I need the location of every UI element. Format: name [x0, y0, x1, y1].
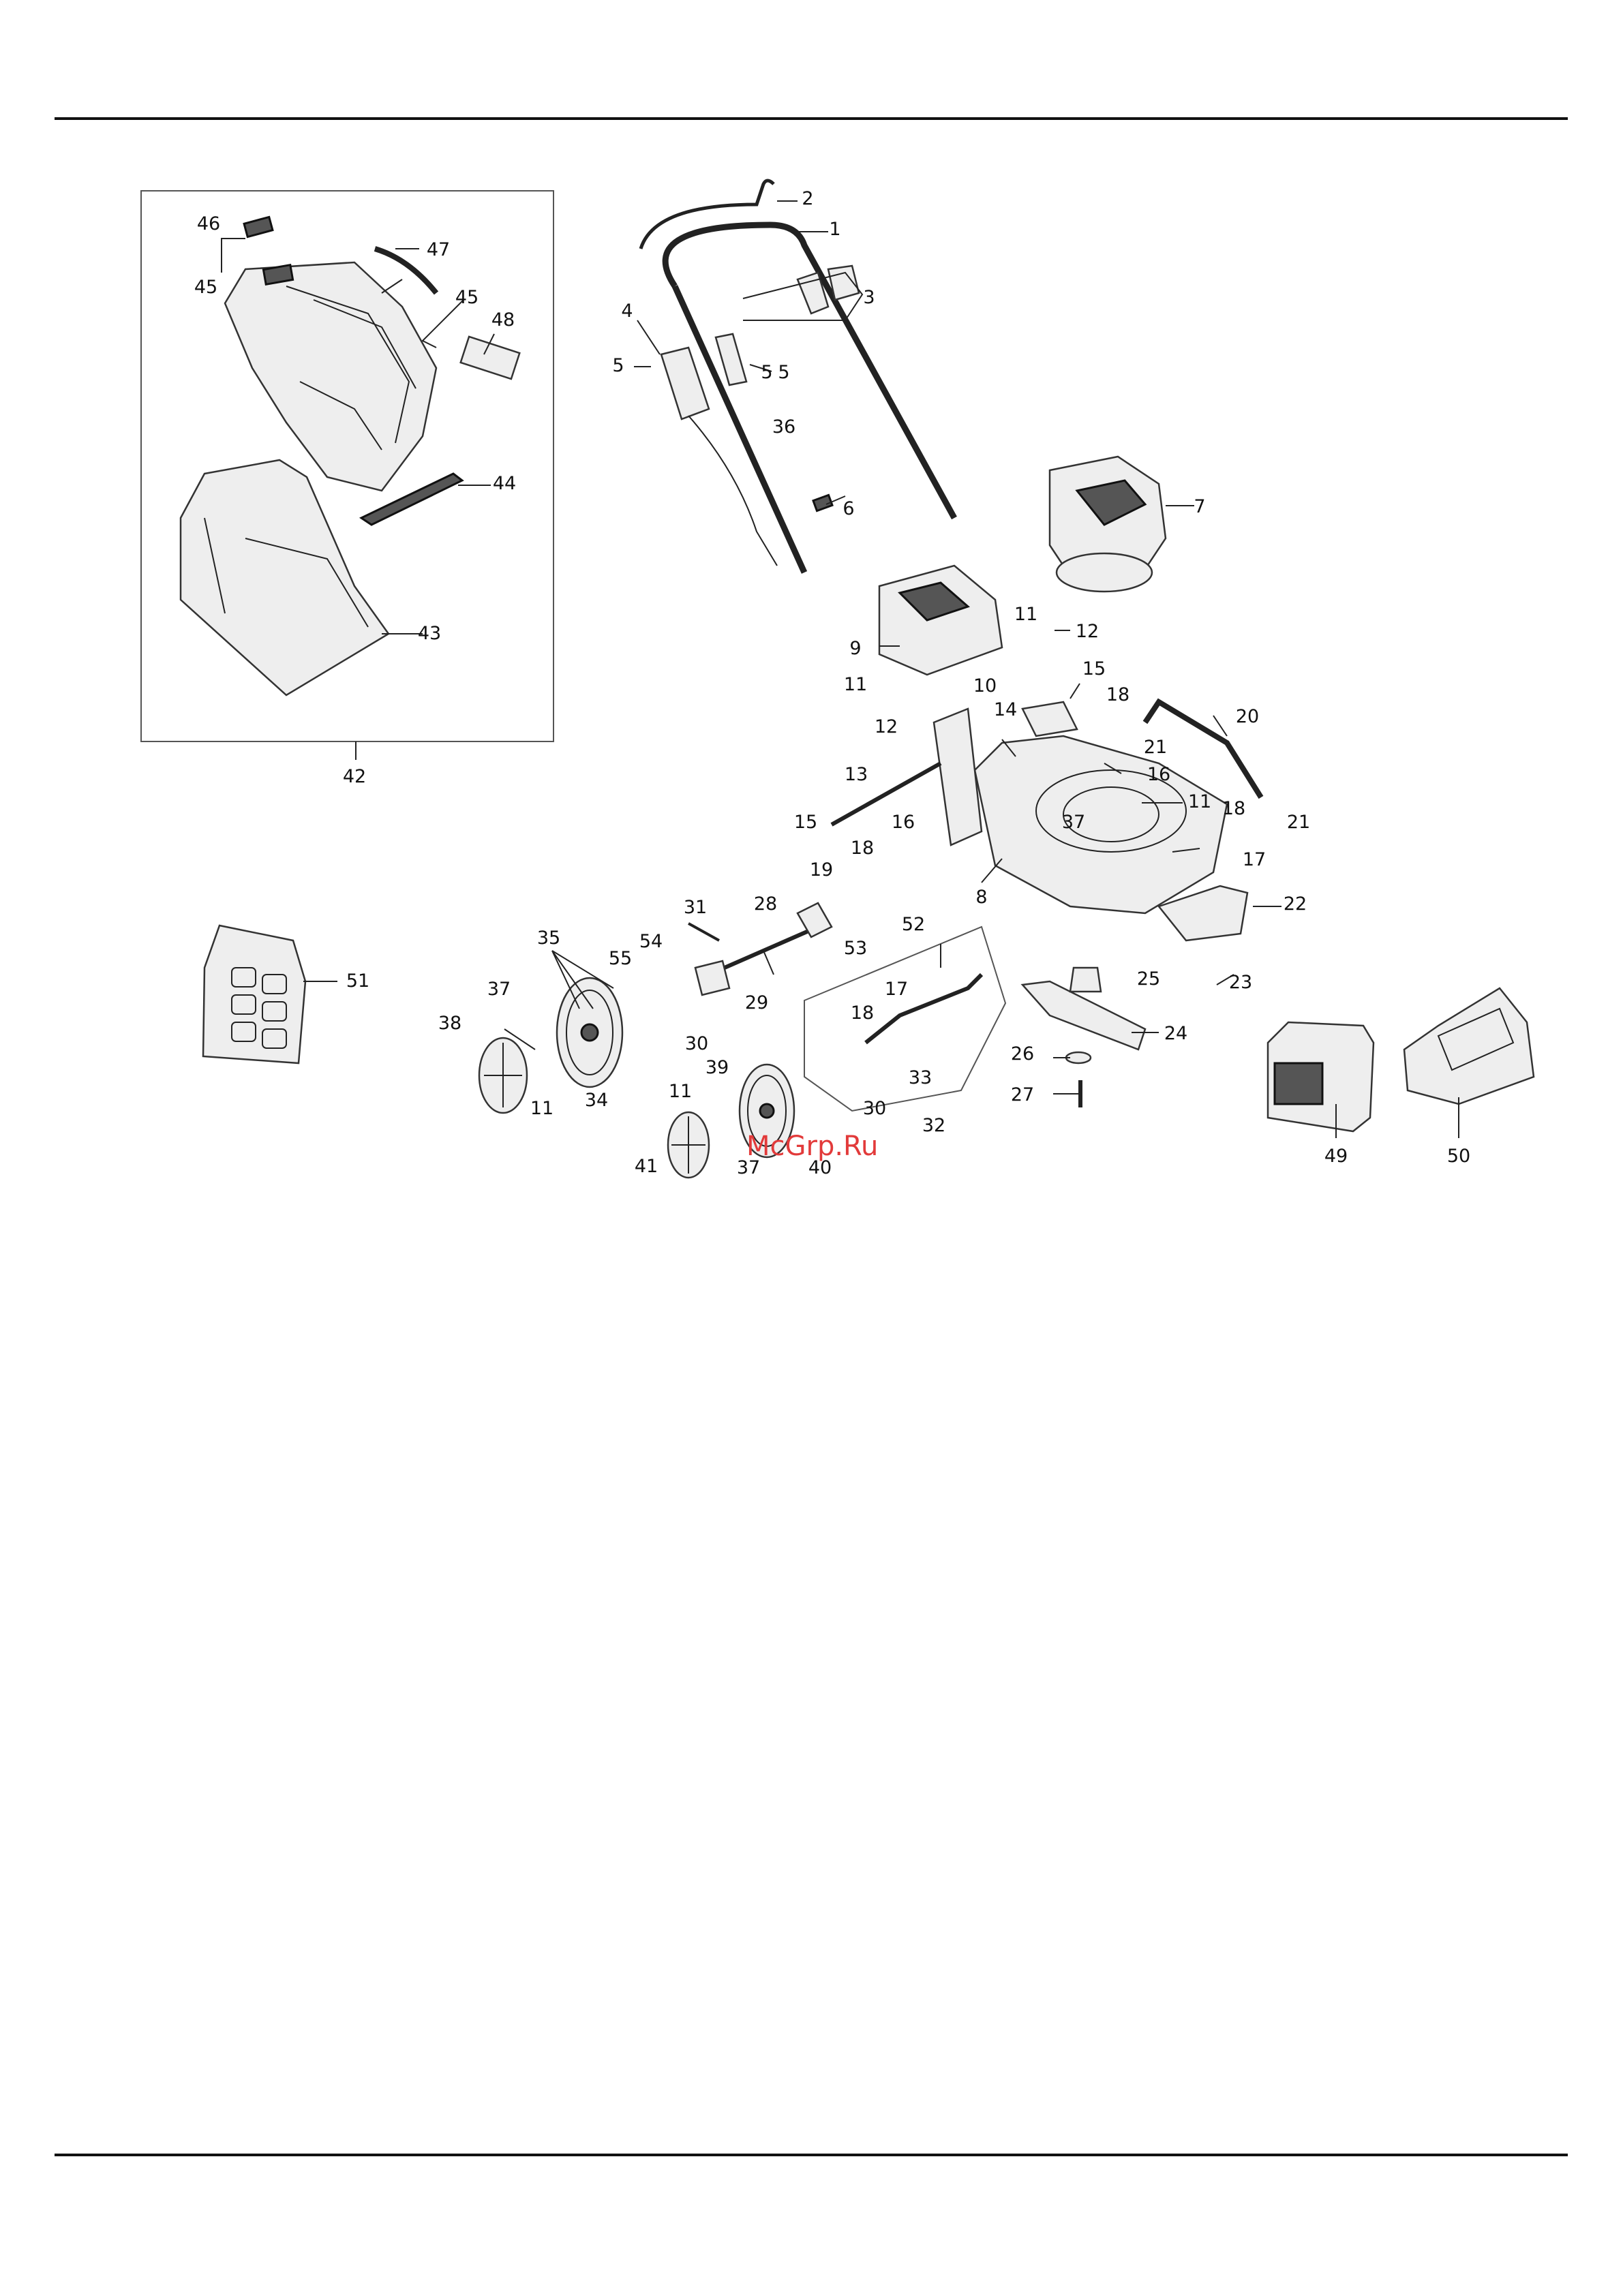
- callout-11: 11: [669, 1081, 692, 1102]
- callout-28: 28: [754, 893, 777, 915]
- callout-18: 18: [851, 1002, 874, 1024]
- callout-27: 27: [1011, 1084, 1034, 1105]
- callout-39: 39: [706, 1057, 729, 1078]
- callout-12: 12: [875, 716, 898, 737]
- callout-36: 36: [772, 416, 795, 438]
- charger: [1404, 988, 1534, 1104]
- callout-24: 24: [1164, 1023, 1187, 1044]
- callout-29: 29: [745, 992, 768, 1013]
- height-adjust-frame: [804, 927, 1005, 1111]
- callout-19: 19: [810, 859, 833, 881]
- callout-52: 52: [902, 914, 925, 935]
- callout-17: 17: [1243, 849, 1266, 870]
- catcher-bag: [181, 460, 389, 695]
- callout-11: 11: [530, 1098, 553, 1119]
- callout-10: 10: [973, 675, 997, 697]
- callout-54: 54: [639, 931, 663, 952]
- callout-7: 7: [1194, 496, 1205, 517]
- callout-41: 41: [635, 1156, 658, 1177]
- callout-22: 22: [1284, 893, 1307, 915]
- callout-30: 30: [863, 1098, 886, 1119]
- height-lever: [866, 975, 982, 1043]
- callout-37: 37: [737, 1157, 760, 1178]
- callout-30: 30: [685, 1033, 708, 1054]
- motor-cover: [1050, 457, 1166, 592]
- catcher-clip: [244, 217, 273, 236]
- callout-11: 11: [1188, 791, 1211, 812]
- callout-16: 16: [1147, 764, 1170, 785]
- callout-55: 55: [609, 948, 632, 969]
- callout-18: 18: [1222, 798, 1245, 819]
- callout-15: 15: [1082, 658, 1106, 679]
- blade-adapter: [1070, 968, 1101, 992]
- callout-2: 2: [802, 188, 813, 209]
- callout-21: 21: [1144, 737, 1167, 758]
- catcher-top-cover: [225, 262, 436, 491]
- callout-40: 40: [808, 1157, 832, 1178]
- callout-26: 26: [1011, 1043, 1034, 1065]
- callout-17: 17: [885, 979, 908, 1000]
- front-axle: [688, 903, 832, 995]
- callout-20: 20: [1236, 706, 1259, 727]
- callout-37: 37: [1062, 812, 1085, 833]
- callout-37: 37: [487, 979, 511, 1000]
- callout-21: 21: [1287, 812, 1310, 833]
- callout-11: 11: [844, 674, 867, 695]
- callout-44: 44: [493, 473, 516, 494]
- callout-18: 18: [1106, 684, 1129, 705]
- rear-wheel: [557, 978, 622, 1087]
- battery: [1268, 1022, 1374, 1131]
- callout-8: 8: [975, 887, 987, 908]
- callout-31: 31: [684, 897, 707, 918]
- callout-49: 49: [1324, 1146, 1348, 1167]
- callout-4: 4: [621, 301, 633, 322]
- callout-9: 9: [849, 638, 861, 659]
- callout-25: 25: [1137, 968, 1160, 990]
- callout-13: 13: [845, 764, 868, 785]
- callout-16: 16: [892, 812, 915, 833]
- callout-23: 23: [1229, 972, 1252, 993]
- sticker-sheet: [203, 925, 305, 1063]
- battery-cover: [879, 566, 1002, 675]
- callout-45: 45: [455, 287, 479, 308]
- callout-5: 5: [612, 355, 624, 376]
- callout-35: 35: [537, 928, 560, 949]
- callout-12: 12: [1076, 621, 1099, 642]
- callout-53: 53: [844, 938, 867, 959]
- callout-6: 6: [843, 498, 854, 519]
- callout-43: 43: [418, 623, 441, 644]
- callout-50: 50: [1447, 1146, 1470, 1167]
- callout-32: 32: [922, 1115, 945, 1136]
- callout-14: 14: [994, 699, 1017, 720]
- callout-18: 18: [851, 838, 874, 859]
- front-hub-cap: [668, 1112, 709, 1178]
- mower-deck: [934, 702, 1227, 913]
- handle-assembly: [641, 181, 954, 572]
- callout-11: 11: [1014, 604, 1037, 625]
- callout-1: 1: [829, 219, 840, 240]
- callout-48: 48: [491, 309, 515, 331]
- callout-5: 5: [761, 362, 772, 383]
- callout-51: 51: [346, 970, 369, 992]
- rear-hub-cap: [479, 1038, 527, 1113]
- callout-15: 15: [794, 812, 817, 833]
- callout-38: 38: [438, 1013, 461, 1034]
- callout-3: 3: [863, 287, 875, 308]
- callout-46: 46: [197, 213, 220, 234]
- callout-47: 47: [427, 239, 450, 260]
- callout-34: 34: [585, 1090, 608, 1111]
- callout-5: 5: [778, 362, 789, 383]
- callout-42: 42: [343, 766, 366, 787]
- callout-33: 33: [909, 1067, 932, 1088]
- callout-45: 45: [194, 277, 217, 298]
